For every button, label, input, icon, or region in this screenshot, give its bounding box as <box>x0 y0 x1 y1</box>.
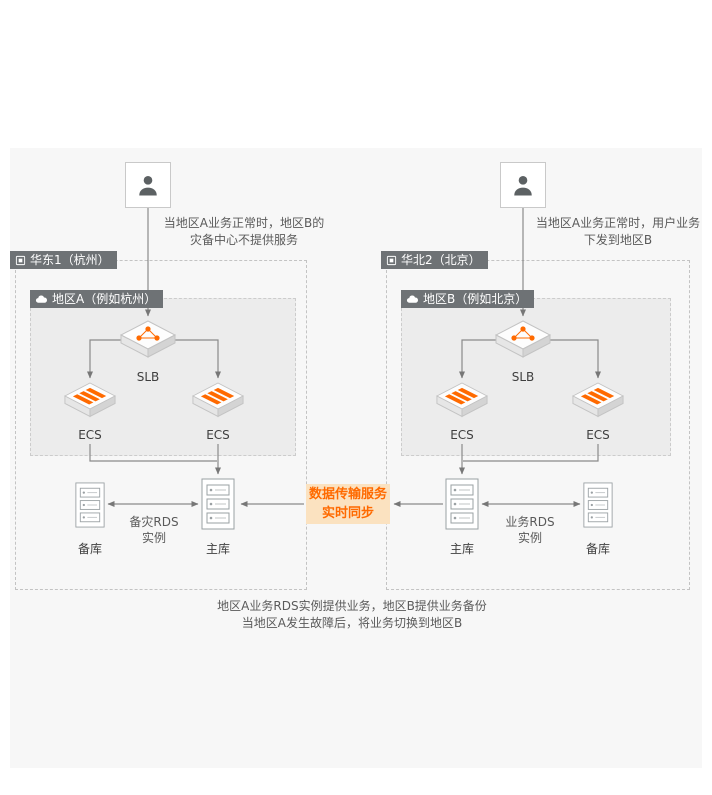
ecs-label-right-1: ECS <box>450 428 474 442</box>
db-icon-standby-right <box>583 482 613 528</box>
db-icon-standby-left <box>75 482 105 528</box>
db-label-standby-right: 备库 <box>585 542 610 556</box>
db-icon-primary-left <box>201 478 235 530</box>
zone-label-right: 华北2（北京） <box>401 253 481 267</box>
user-note-left-line1: 当地区A业务正常时，地区B的 <box>163 216 325 230</box>
db-label-primary-right: 主库 <box>449 542 474 556</box>
slb-label-right: SLB <box>511 370 535 384</box>
rds-note-right-line1: 业务RDS <box>505 515 555 529</box>
ecs-icon-left-2 <box>192 382 244 423</box>
bottom-caption-line1: 地区A业务RDS实例提供业务，地区B提供业务备份 <box>217 599 487 613</box>
rds-note-right-line2: 实例 <box>517 531 542 545</box>
zone-box-right <box>386 260 690 590</box>
zone-box-left <box>15 260 307 590</box>
ecs-label-left-1: ECS <box>78 428 102 442</box>
user-note-right: 当地区A业务正常时，用户业务 下发到地区B <box>530 215 706 249</box>
person-icon <box>134 171 162 199</box>
db-label-standby-left: 备库 <box>77 542 102 556</box>
zone-icon <box>386 255 397 266</box>
zone-badge-left: 华东1（杭州） <box>10 251 117 269</box>
user-note-right-line1: 当地区A业务正常时，用户业务 <box>535 216 701 230</box>
rds-note-right: 业务RDS 实例 <box>490 514 570 546</box>
region-label-b: 地区B（例如北京） <box>423 292 528 306</box>
ecs-icon-right-2 <box>572 382 624 423</box>
user-note-left-line2: 灾备中心不提供服务 <box>189 233 298 247</box>
ecs-icon-right-1 <box>436 382 488 423</box>
region-box-a <box>30 298 296 456</box>
ecs-label-right-2: ECS <box>586 428 610 442</box>
region-label-a: 地区A（例如杭州） <box>52 292 157 306</box>
slb-icon-left <box>120 320 176 364</box>
dts-sync-line2: 实时同步 <box>321 506 374 521</box>
region-badge-b: 地区B（例如北京） <box>401 290 535 308</box>
rds-note-left-line1: 备灾RDS <box>129 515 179 529</box>
zone-label-left: 华东1（杭州） <box>30 253 110 267</box>
slb-icon-right <box>495 320 551 364</box>
zone-badge-right: 华北2（北京） <box>381 251 488 269</box>
slb-label-left: SLB <box>136 370 160 384</box>
person-icon <box>509 171 537 199</box>
db-label-primary-left: 主库 <box>205 542 230 556</box>
dts-sync-label: 数据传输服务 实时同步 <box>306 484 390 524</box>
zone-icon <box>15 255 26 266</box>
rds-note-left: 备灾RDS 实例 <box>114 514 194 546</box>
user-box-right <box>500 162 546 208</box>
ecs-icon-left-1 <box>64 382 116 423</box>
user-box-left <box>125 162 171 208</box>
dts-sync-line1: 数据传输服务 <box>308 487 387 502</box>
rds-note-left-line2: 实例 <box>141 531 166 545</box>
bottom-caption-line2: 当地区A发生故障后，将业务切换到地区B <box>241 616 463 630</box>
cloud-icon <box>406 294 419 304</box>
user-note-right-line2: 下发到地区B <box>583 233 653 247</box>
region-badge-a: 地区A（例如杭州） <box>30 290 164 308</box>
ecs-label-left-2: ECS <box>206 428 230 442</box>
user-note-left: 当地区A业务正常时，地区B的 灾备中心不提供服务 <box>158 215 330 249</box>
db-icon-primary-right <box>445 478 479 530</box>
bottom-caption: 地区A业务RDS实例提供业务，地区B提供业务备份 当地区A发生故障后，将业务切换… <box>212 598 492 632</box>
cloud-icon <box>35 294 48 304</box>
